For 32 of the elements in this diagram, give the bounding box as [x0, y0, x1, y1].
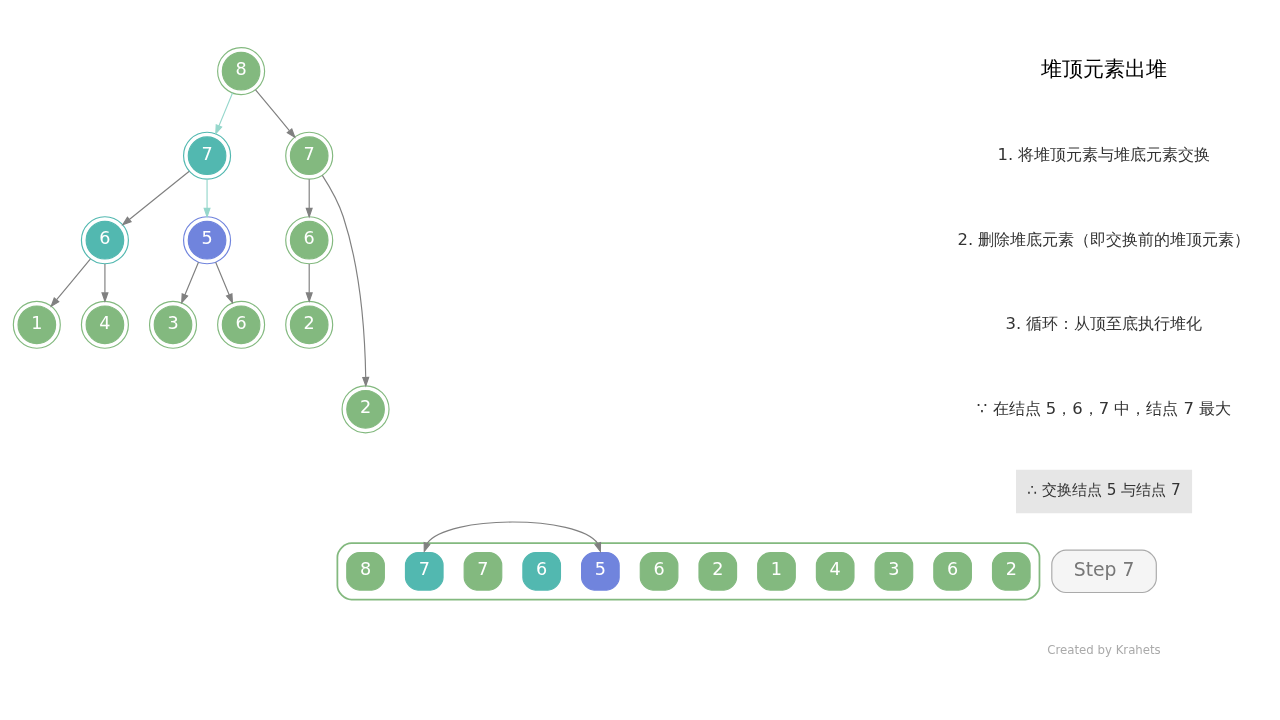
arrow — [203, 178, 211, 219]
node-circle: 5 — [183, 216, 232, 265]
node-circle: 6 — [217, 300, 266, 349]
node-circle: 2 — [341, 385, 390, 434]
arrow — [305, 178, 313, 219]
label: ∵ 在结点 5，6，7 中，结点 7 最大 — [976, 398, 1232, 418]
arrow — [215, 261, 234, 305]
arrow — [423, 521, 602, 554]
label: Created by Krahets — [1047, 643, 1161, 658]
node-circle: 6 — [285, 216, 334, 265]
arrow — [181, 261, 200, 305]
node-circle: 6 — [80, 216, 129, 265]
arrow — [305, 263, 313, 303]
arrow — [321, 174, 370, 388]
arrow — [215, 92, 234, 136]
arrow — [254, 89, 296, 139]
label: 堆顶元素出堆 — [1041, 57, 1168, 82]
arrow — [50, 258, 92, 308]
node-circle: 2 — [285, 300, 334, 349]
node-circle: 7 — [183, 131, 232, 180]
node-box: Step 7 — [1051, 549, 1157, 594]
node-circle: 3 — [148, 300, 198, 349]
node-circle: 7 — [285, 131, 334, 180]
node-circle: 4 — [80, 300, 129, 349]
label: 1. 将堆顶元素与堆底元素交换 — [997, 145, 1211, 165]
label: 2. 删除堆底元素（即交换前的堆顶元素） — [957, 229, 1251, 249]
node-circle: 1 — [12, 300, 61, 349]
arrow — [101, 263, 109, 303]
node-circle: 8 — [217, 47, 266, 96]
label: 3. 循环：从顶至底执行堆化 — [1005, 314, 1203, 334]
arrow — [121, 170, 190, 226]
node-box: ∴ 交换结点 5 与结点 7 — [1016, 469, 1193, 514]
